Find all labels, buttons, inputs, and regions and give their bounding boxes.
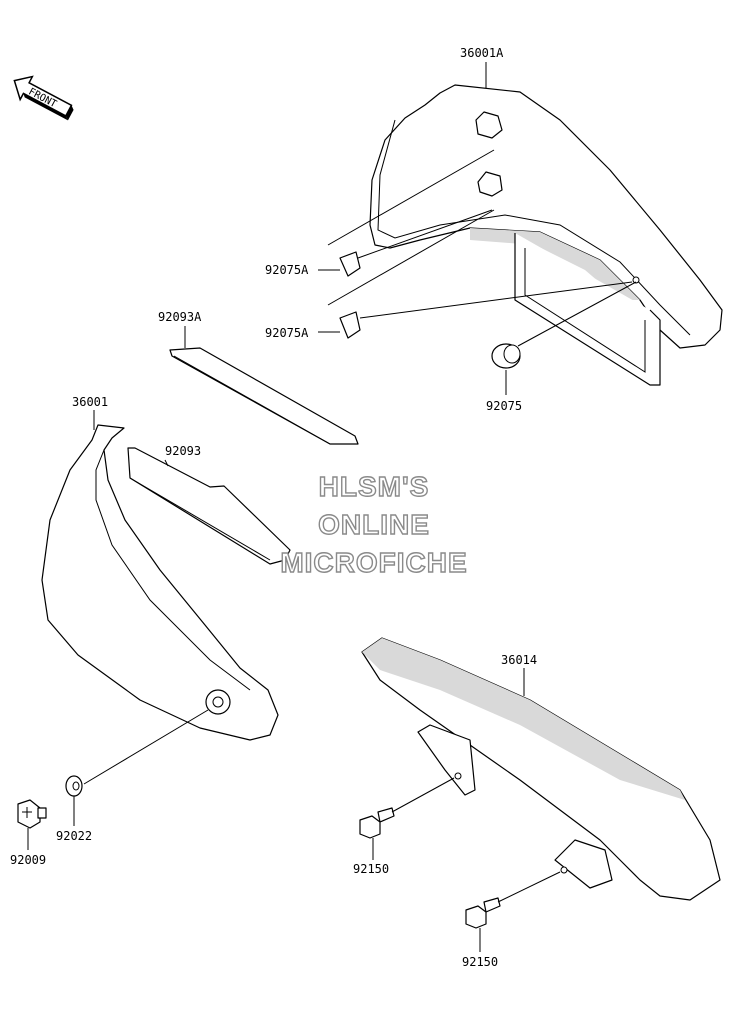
leader-lines [27, 62, 637, 952]
callout-92075: 92075 [486, 399, 522, 413]
watermark-line1: HLSM'S [319, 471, 430, 502]
callout-92150-upper: 92150 [353, 862, 389, 876]
chain-cover-36014 [361, 637, 721, 901]
washer-92022 [65, 775, 83, 797]
clip-92075A-upper [339, 251, 361, 277]
callout-36001A: 36001A [460, 46, 504, 60]
callout-36001: 36001 [72, 395, 108, 409]
clip-92075A-lower [339, 311, 361, 339]
side-cover-36001 [41, 424, 279, 741]
callout-92075A-lower: 92075A [265, 326, 309, 340]
callout-36014: 36014 [501, 653, 537, 667]
callout-92075A-upper: 92075A [265, 263, 309, 277]
front-arrow-icon: FRONT [13, 75, 74, 121]
callout-92022: 92022 [56, 829, 92, 843]
bolt-92150-upper [359, 807, 395, 839]
bolt-92150-lower [465, 897, 501, 929]
strip-92093A [169, 347, 359, 445]
callout-92150-lower: 92150 [462, 955, 498, 969]
strip-92093 [127, 447, 291, 565]
bolt-92009 [17, 799, 47, 829]
grommet-92075 [491, 343, 521, 369]
side-cover-36001A [369, 84, 723, 386]
callout-92093: 92093 [165, 444, 201, 458]
watermark-line2: ONLINE [318, 509, 430, 540]
watermark-line3: MICROFICHE [280, 547, 467, 578]
callout-92093A: 92093A [158, 310, 202, 324]
watermark: HLSM'S ONLINE MICROFICHE [280, 470, 468, 578]
callout-92009: 92009 [10, 853, 46, 867]
